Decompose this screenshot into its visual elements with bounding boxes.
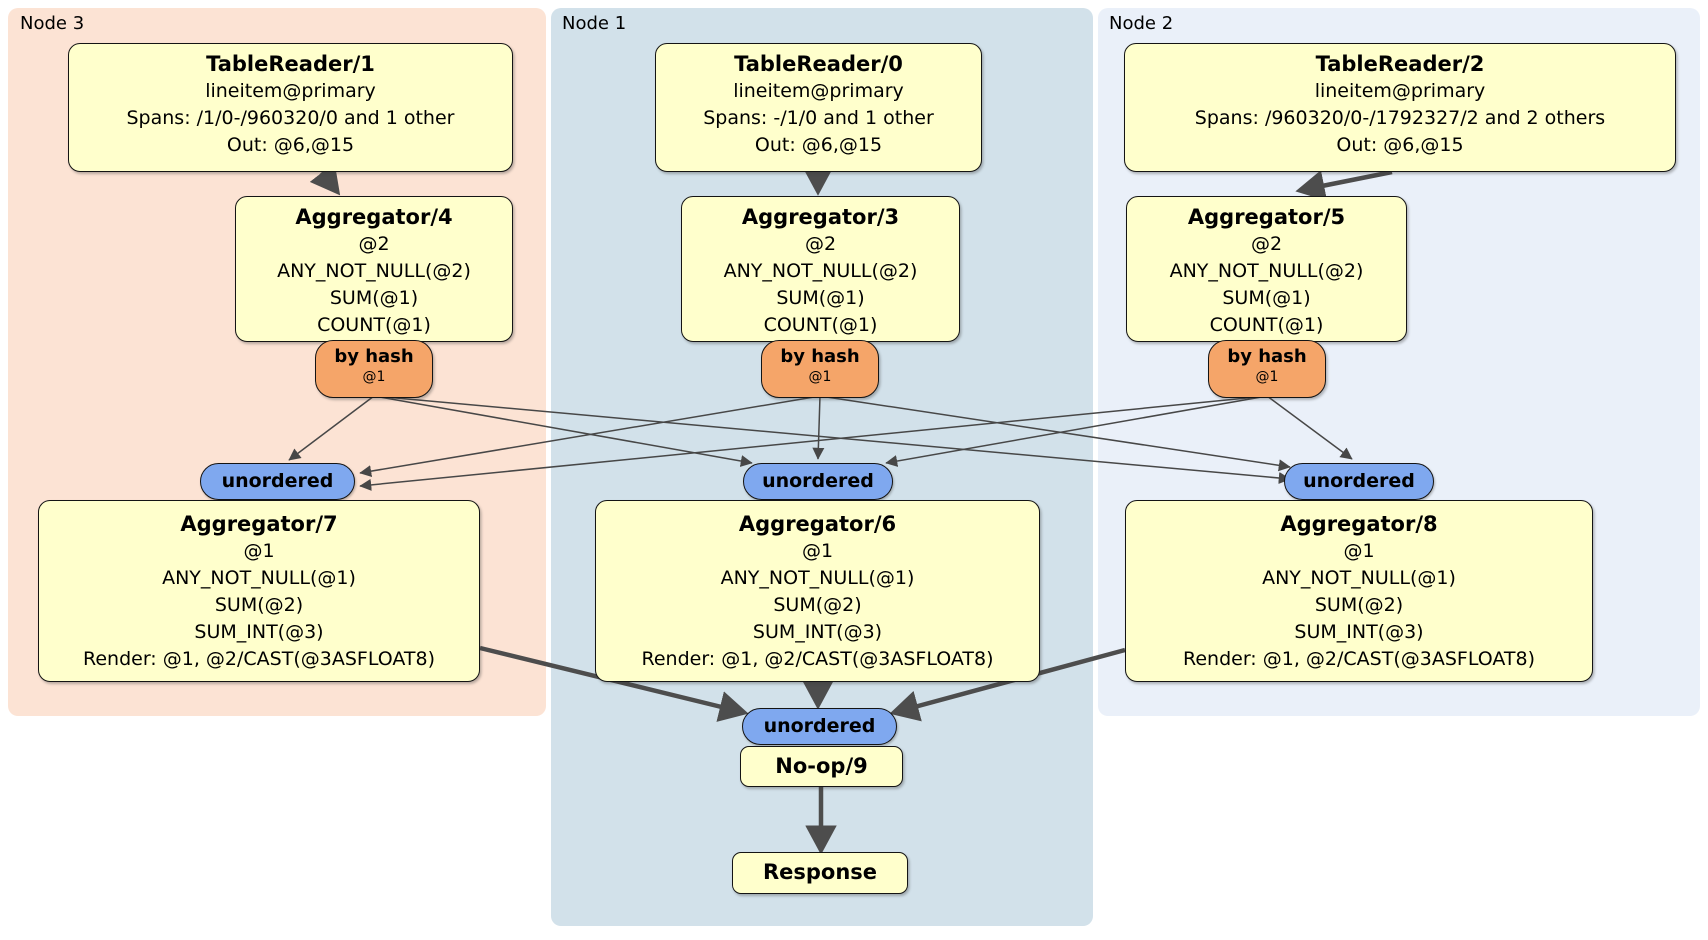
processor-agg-fn: ANY_NOT_NULL(@1) bbox=[720, 567, 915, 589]
edge-tr1-agg4 bbox=[309, 162, 341, 196]
processor-agg-fn: ANY_NOT_NULL(@2) bbox=[277, 260, 471, 282]
edge-hash2-sync3 bbox=[359, 395, 1268, 491]
processor-title: Aggregator/4 bbox=[295, 205, 453, 229]
processor-title: Aggregator/7 bbox=[180, 512, 338, 536]
processor-noop-9: No-op/9 bbox=[740, 746, 903, 787]
router-label: by hash bbox=[1227, 346, 1307, 367]
processor-aggregator-3: Aggregator/3 @2 ANY_NOT_NULL(@2) SUM(@1)… bbox=[681, 196, 960, 342]
processor-title: TableReader/1 bbox=[206, 52, 375, 76]
router-label: by hash bbox=[780, 346, 860, 367]
processor-aggregator-6: Aggregator/6 @1 ANY_NOT_NULL(@1) SUM(@2)… bbox=[595, 500, 1040, 682]
edge-hash3-sync3 bbox=[288, 395, 375, 461]
processor-render: Render: @1, @2/CAST(@3ASFLOAT8) bbox=[83, 648, 435, 670]
processor-render: Render: @1, @2/CAST(@3ASFLOAT8) bbox=[641, 648, 994, 670]
processor-agg-fn: SUM(@2) bbox=[1314, 594, 1404, 616]
processor-agg-fn: SUM(@2) bbox=[214, 594, 304, 616]
processor-index: lineitem@primary bbox=[205, 80, 376, 102]
processor-group-cols: @1 bbox=[1343, 540, 1375, 562]
processor-tablereader-0: TableReader/0 lineitem@primary Spans: -/… bbox=[655, 43, 982, 172]
processor-tablereader-2: TableReader/2 lineitem@primary Spans: /9… bbox=[1124, 43, 1676, 172]
processor-agg-fn: COUNT(@1) bbox=[1209, 314, 1324, 336]
processor-out: Out: @6,@15 bbox=[226, 134, 355, 156]
response-box: Response bbox=[732, 852, 908, 894]
sync-unordered-node1: unordered bbox=[743, 463, 893, 500]
processor-tablereader-1: TableReader/1 lineitem@primary Spans: /1… bbox=[68, 43, 513, 172]
processor-title: Aggregator/3 bbox=[741, 205, 900, 229]
group-label-node-2: Node 2 bbox=[1109, 13, 1174, 34]
processor-spans: Spans: /960320/0-/1792327/2 and 2 others bbox=[1194, 107, 1606, 129]
router-columns: @1 bbox=[362, 369, 386, 385]
router-columns: @1 bbox=[1255, 369, 1279, 385]
group-label-node-1: Node 1 bbox=[562, 13, 627, 34]
processor-title: TableReader/0 bbox=[734, 52, 903, 76]
sync-unordered-final: unordered bbox=[742, 708, 897, 745]
edge-hash1-sync3 bbox=[359, 395, 821, 478]
processor-agg-fn: SUM(@1) bbox=[1222, 287, 1311, 309]
edge-hash3-sync2 bbox=[373, 395, 1291, 484]
edge-hash1-sync1 bbox=[812, 395, 825, 460]
sync-unordered-node2: unordered bbox=[1284, 463, 1434, 500]
processor-agg-fn: COUNT(@1) bbox=[763, 314, 878, 336]
processor-out: Out: @6,@15 bbox=[754, 134, 883, 156]
processor-group-cols: @2 bbox=[804, 233, 837, 255]
router-label: by hash bbox=[334, 346, 414, 367]
processor-agg-fn: ANY_NOT_NULL(@1) bbox=[162, 567, 356, 589]
processor-title: Aggregator/8 bbox=[1280, 512, 1438, 536]
processor-spans: Spans: /1/0-/960320/0 and 1 other bbox=[126, 107, 455, 129]
processor-index: lineitem@primary bbox=[1314, 80, 1486, 102]
router-by-hash-node2: by hash @1 bbox=[1208, 340, 1326, 398]
processor-group-cols: @1 bbox=[801, 540, 834, 562]
processor-aggregator-7: Aggregator/7 @1 ANY_NOT_NULL(@1) SUM(@2)… bbox=[38, 500, 480, 682]
processor-group-cols: @2 bbox=[358, 233, 390, 255]
processor-index: lineitem@primary bbox=[733, 80, 904, 102]
processor-out: Out: @6,@15 bbox=[1336, 134, 1464, 156]
edge-hash2-sync1 bbox=[885, 395, 1268, 467]
processor-agg-fn: SUM_INT(@3) bbox=[1294, 621, 1424, 643]
processor-group-cols: @1 bbox=[243, 540, 275, 562]
processor-agg-fn: COUNT(@1) bbox=[317, 314, 431, 336]
processor-aggregator-5: Aggregator/5 @2 ANY_NOT_NULL(@2) SUM(@1)… bbox=[1126, 196, 1407, 342]
router-by-hash-node3: by hash @1 bbox=[315, 340, 433, 398]
edge-hash3-sync1 bbox=[373, 395, 753, 467]
processor-agg-fn: SUM(@2) bbox=[773, 594, 862, 616]
processor-title: Aggregator/5 bbox=[1187, 205, 1346, 229]
processor-agg-fn: SUM_INT(@3) bbox=[752, 621, 883, 643]
processor-agg-fn: ANY_NOT_NULL(@1) bbox=[1262, 567, 1456, 589]
processor-title: TableReader/2 bbox=[1315, 52, 1485, 76]
edge-hash1-sync2 bbox=[819, 395, 1291, 472]
processor-render: Render: @1, @2/CAST(@3ASFLOAT8) bbox=[1183, 648, 1535, 670]
processor-aggregator-4: Aggregator/4 @2 ANY_NOT_NULL(@2) SUM(@1)… bbox=[235, 196, 513, 342]
processor-agg-fn: ANY_NOT_NULL(@2) bbox=[1169, 260, 1364, 282]
edge-tr2-agg5 bbox=[1295, 169, 1393, 202]
processor-agg-fn: SUM(@1) bbox=[776, 287, 865, 309]
router-columns: @1 bbox=[808, 369, 832, 385]
edge-hash2-sync2 bbox=[1266, 395, 1353, 460]
router-by-hash-node1: by hash @1 bbox=[761, 340, 879, 398]
processor-title: Aggregator/6 bbox=[738, 512, 897, 536]
processor-aggregator-8: Aggregator/8 @1 ANY_NOT_NULL(@1) SUM(@2)… bbox=[1125, 500, 1593, 682]
group-label-node-3: Node 3 bbox=[20, 13, 85, 34]
processor-group-cols: @2 bbox=[1250, 233, 1283, 255]
processor-agg-fn: SUM_INT(@3) bbox=[194, 621, 324, 643]
processor-spans: Spans: -/1/0 and 1 other bbox=[703, 107, 934, 129]
processor-agg-fn: ANY_NOT_NULL(@2) bbox=[723, 260, 918, 282]
processor-agg-fn: SUM(@1) bbox=[329, 287, 419, 309]
sync-unordered-node3: unordered bbox=[200, 463, 355, 500]
